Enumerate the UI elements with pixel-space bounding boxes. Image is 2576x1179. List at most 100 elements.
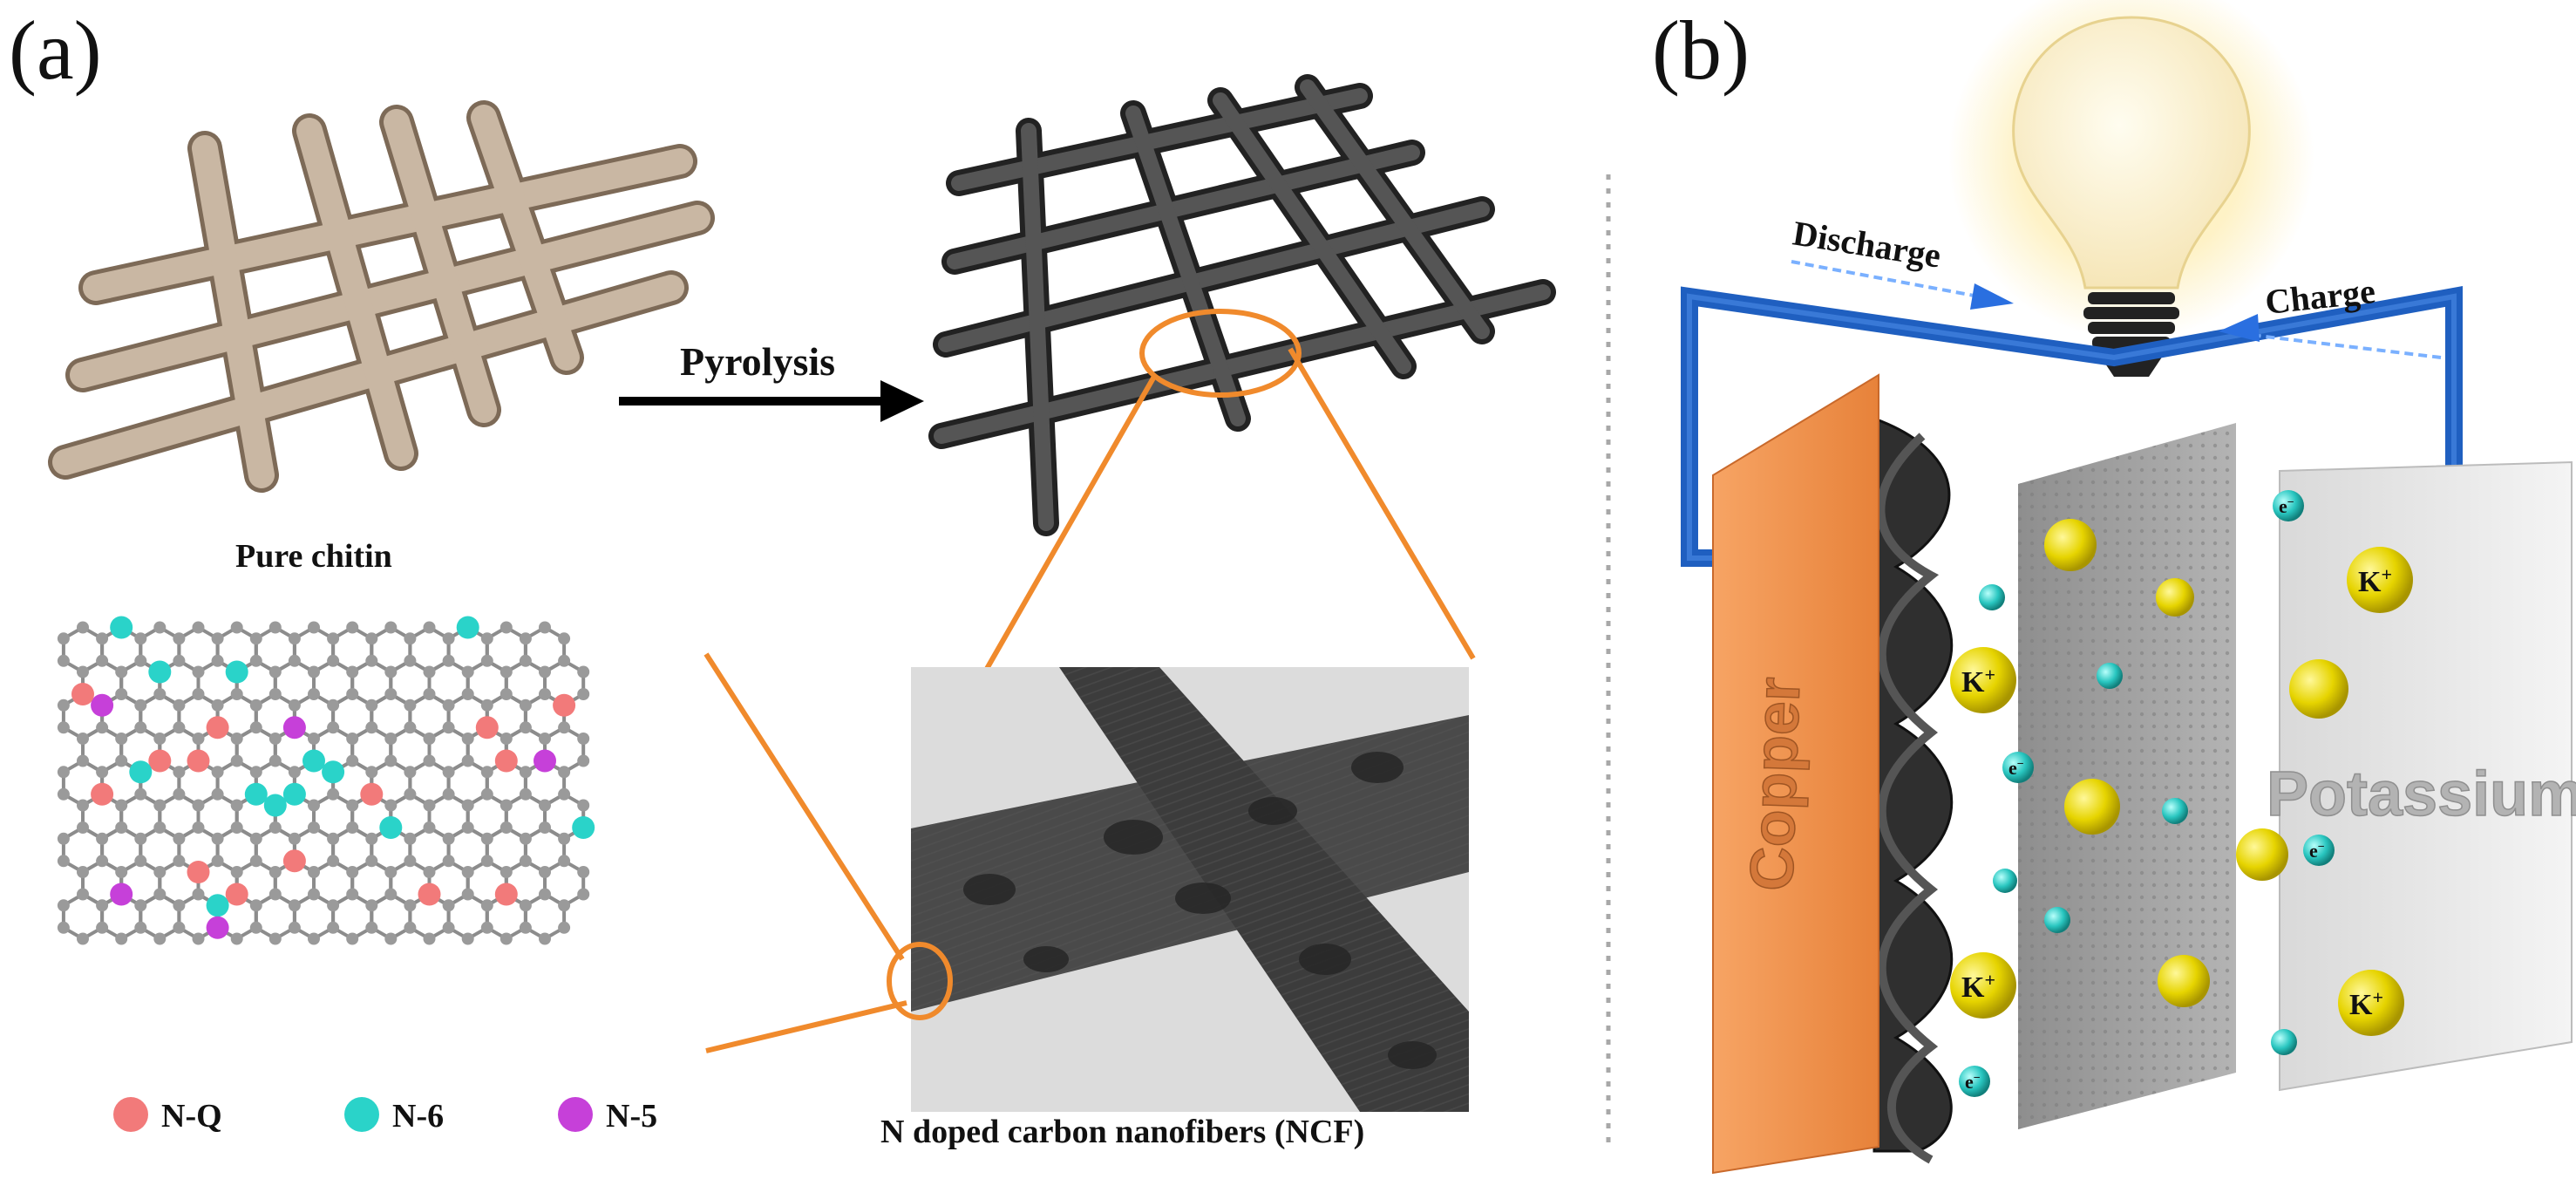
carbon-atom — [365, 921, 378, 934]
carbon-atom — [153, 733, 167, 745]
carbon-atom — [500, 688, 513, 700]
carbon-atom — [308, 621, 320, 634]
carbon-atom — [211, 632, 224, 645]
carbon-atom — [268, 665, 282, 678]
carbon-atom — [96, 766, 109, 779]
carbon-atom — [461, 799, 474, 812]
carbon-atom — [519, 699, 532, 712]
carbon-atom — [558, 721, 571, 734]
electron — [1993, 869, 2017, 893]
carbon-atom — [480, 654, 493, 667]
carbon-atom — [442, 899, 455, 912]
carbon-atom — [346, 665, 359, 678]
carbon-atom — [268, 821, 282, 834]
carbon-atom — [558, 632, 571, 645]
carbon-atom — [308, 888, 320, 901]
carbon-atom — [153, 866, 167, 878]
carbon-atom — [230, 688, 243, 700]
carbon-atom — [57, 654, 70, 667]
carbon-atom — [134, 632, 147, 645]
carbon-atom — [577, 888, 590, 901]
carbon-atom — [519, 766, 532, 779]
carbon-atom — [153, 932, 167, 945]
carbon-atom — [77, 888, 89, 901]
carbon-atom — [327, 921, 340, 934]
dopant-atom — [206, 716, 229, 739]
electron — [2162, 798, 2188, 824]
electron: e− — [2303, 835, 2335, 866]
carbon-atom — [77, 665, 89, 678]
svg-text:e−: e− — [2008, 757, 2024, 779]
carbon-atom — [153, 688, 167, 700]
carbon-atom — [327, 721, 340, 734]
dopant-atom — [322, 760, 345, 784]
carbon-atom — [115, 688, 128, 700]
carbon-atom — [539, 932, 551, 945]
ncf-coil — [1873, 416, 1954, 1164]
pyrolysis-arrow — [619, 380, 924, 422]
carbon-atom — [268, 754, 282, 767]
carbon-atom — [96, 654, 109, 667]
dopant-atom — [187, 749, 210, 773]
lattice-ring — [446, 892, 489, 941]
carbon-atom — [404, 632, 417, 645]
electron — [2271, 1029, 2297, 1055]
carbon-atom — [327, 832, 340, 845]
svg-text:K+: K+ — [1961, 664, 1995, 699]
carbon-atom — [423, 821, 436, 834]
pyrolysis-label: Pyrolysis — [680, 339, 835, 384]
svg-text:K+: K+ — [2358, 563, 2392, 598]
carbon-atom — [558, 654, 571, 667]
carbon-atom — [173, 721, 186, 734]
carbon-atom — [461, 821, 474, 834]
carbon-atom — [327, 787, 340, 801]
carbon-atom — [192, 799, 205, 812]
legend-item-n6: N-6 — [344, 1097, 444, 1135]
carbon-atom — [77, 821, 89, 834]
discharge-arrow — [1791, 260, 2014, 310]
carbon-atom — [134, 699, 147, 712]
carbon-atom — [442, 832, 455, 845]
carbon-atom — [480, 832, 493, 845]
dopant-atom — [282, 716, 306, 739]
carbon-atom — [346, 621, 359, 634]
carbon-atom — [442, 787, 455, 801]
carbon-atom — [442, 921, 455, 934]
carbon-atom — [500, 665, 513, 678]
carbon-atom — [77, 621, 89, 634]
carbon-atom — [480, 632, 493, 645]
carbon-atom — [134, 654, 147, 667]
carbon-atom — [346, 866, 359, 878]
carbon-atom — [384, 733, 398, 745]
carbon-atom — [96, 899, 109, 912]
potassium-electrode: Potassium — [2266, 460, 2576, 1092]
carbon-atom — [500, 733, 513, 745]
carbon-atom — [57, 766, 70, 779]
carbon-atom — [192, 688, 205, 700]
carbon-atom — [404, 787, 417, 801]
dopant-atom — [71, 683, 94, 705]
carbon-atom — [539, 733, 551, 745]
carbon-atom — [308, 733, 320, 745]
carbon-atom — [519, 855, 532, 868]
dopant-atom — [553, 693, 576, 717]
carbon-atom — [577, 688, 590, 700]
carbon-atom — [442, 654, 455, 667]
carbon-atom — [539, 688, 551, 700]
k-ion: K+ — [1950, 952, 2016, 1019]
carbon-atom — [57, 721, 70, 734]
lattice-ring — [523, 892, 567, 941]
dopant-atom — [148, 660, 172, 684]
svg-text:K+: K+ — [2349, 986, 2383, 1021]
dopant-atom — [534, 749, 556, 773]
carbon-atom — [519, 832, 532, 845]
carbon-atom — [327, 855, 340, 868]
carbon-atom — [308, 688, 320, 700]
carbon-atom — [519, 721, 532, 734]
carbon-atom — [346, 688, 359, 700]
carbon-atom — [384, 799, 398, 812]
carbon-atom — [384, 621, 398, 634]
carbon-atom — [384, 866, 398, 878]
carbon-atom — [423, 799, 436, 812]
carbon-atom — [384, 888, 398, 901]
